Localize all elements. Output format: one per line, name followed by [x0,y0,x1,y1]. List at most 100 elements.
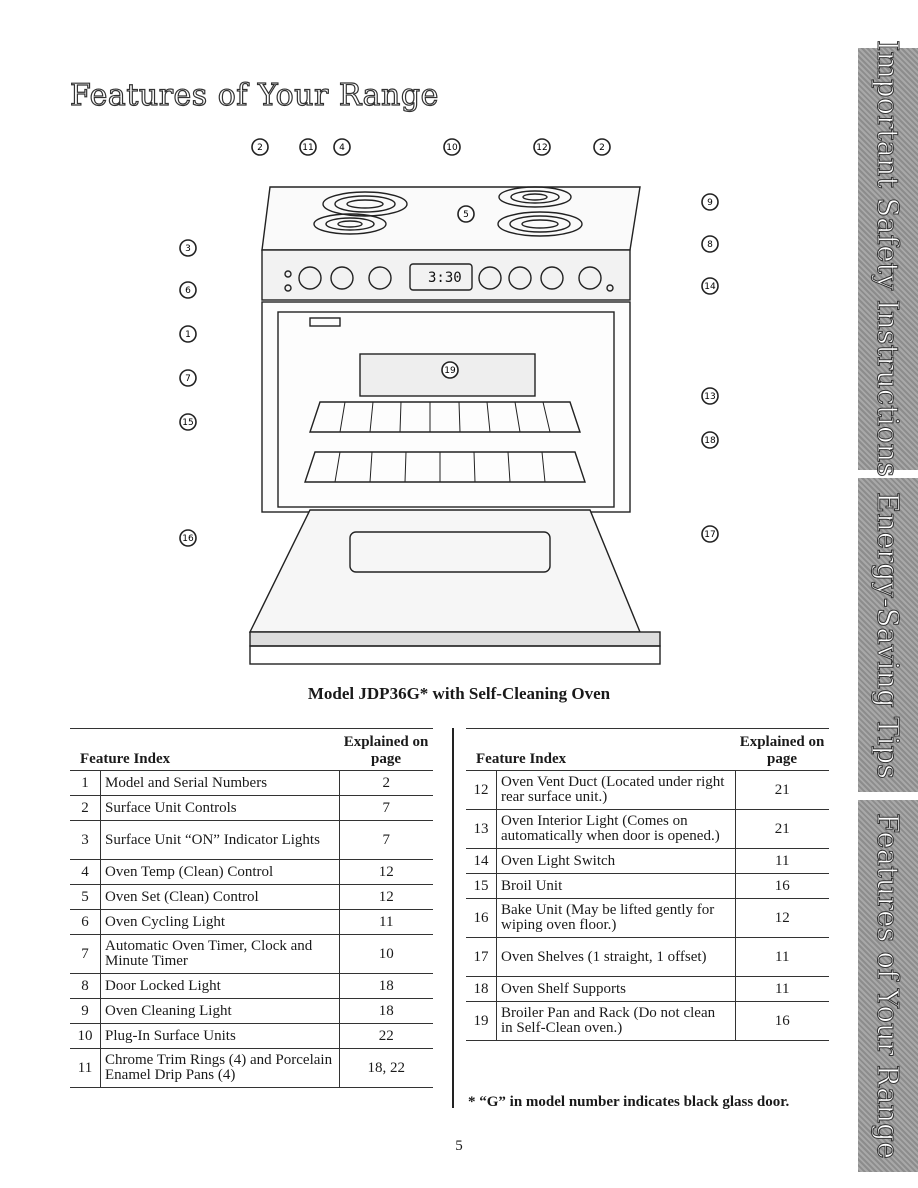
feature-description: Broil Unit [496,873,735,899]
callout-label: 8 [707,240,713,250]
callout-marker [443,138,461,156]
feature-number: 4 [70,859,101,885]
page-number: 5 [455,1138,463,1154]
feature-page: 16 [734,873,829,899]
feature-page: 22 [338,1023,433,1049]
feature-description: Surface Unit “ON” Indicator Lights [100,820,339,860]
callout-marker [179,239,197,257]
feature-description: Door Locked Light [100,973,339,999]
callout-label: 2 [257,143,263,153]
callout-label: 19 [444,366,456,376]
callout-marker [701,387,719,405]
callout-label: 16 [182,534,194,544]
feature-page: 10 [338,934,433,974]
callout-label: 9 [707,198,713,208]
feature-number: 10 [70,1023,101,1049]
feature-page: 12 [338,859,433,885]
feature-number: 16 [466,898,497,938]
callout-label: 5 [463,210,469,220]
feature-description: Oven Cleaning Light [100,998,339,1024]
callout-marker [179,281,197,299]
callout-marker [179,529,197,547]
feature-number: 18 [466,976,497,1002]
feature-number: 1 [70,770,101,796]
table-rule [70,728,433,729]
callout-marker [701,193,719,211]
feature-page: 11 [734,848,829,874]
feature-number: 8 [70,973,101,999]
callout-marker [179,325,197,343]
feature-description: Oven Interior Light (Comes on automatica… [496,809,735,849]
callout-marker [533,138,551,156]
callout-label: 7 [185,374,191,384]
callout-marker [701,277,719,295]
feature-number: 6 [70,909,101,935]
col-explained: Explained on page [343,734,429,767]
feature-number: 7 [70,934,101,974]
feature-page: 16 [734,1001,829,1041]
feature-page: 18 [338,998,433,1024]
feature-number: 14 [466,848,497,874]
feature-description: Oven Set (Clean) Control [100,884,339,910]
feature-number: 15 [466,873,497,899]
callout-marker [179,413,197,431]
feature-page: 21 [734,770,829,810]
feature-description: Oven Shelves (1 straight, 1 offset) [496,937,735,977]
feature-page: 18 [338,973,433,999]
feature-page: 11 [734,937,829,977]
callout-marker [593,138,611,156]
callout-marker [701,525,719,543]
feature-number: 11 [70,1048,101,1088]
feature-description: Oven Light Switch [496,848,735,874]
feature-description: Oven Cycling Light [100,909,339,935]
feature-number: 19 [466,1001,497,1041]
side-tab-energy[interactable]: Energy-Saving Tips [858,478,918,792]
side-tab-safety[interactable]: Important Safety Instructions [858,40,918,478]
column-divider [452,728,454,1108]
feature-page: 12 [734,898,829,938]
figure-caption: Model JDP36G* with Self-Cleaning Oven [307,684,611,703]
feature-page: 2 [338,770,433,796]
footnote: * “G” in model number indicates black gl… [468,1094,790,1110]
callout-marker [441,361,459,379]
callout-marker [299,138,317,156]
feature-description: Oven Shelf Supports [496,976,735,1002]
callout-label: 18 [704,436,716,446]
feature-number: 2 [70,795,101,821]
col-feature-index: Feature Index [80,751,171,767]
feature-description: Bake Unit (May be lifted gently for wipi… [496,898,735,938]
callout-marker [333,138,351,156]
callout-marker [179,369,197,387]
callout-marker [701,235,719,253]
table-rule [466,728,829,729]
side-tab-label: Important Safety Instructions [871,40,906,478]
feature-number: 17 [466,937,497,977]
side-tab-features[interactable]: Features of Your Range [858,800,918,1172]
callout-label: 4 [339,143,345,153]
feature-number: 9 [70,998,101,1024]
feature-page: 7 [338,820,433,860]
feature-page: 11 [734,976,829,1002]
feature-description: Surface Unit Controls [100,795,339,821]
feature-page: 11 [338,909,433,935]
callout-label: 6 [185,286,191,296]
